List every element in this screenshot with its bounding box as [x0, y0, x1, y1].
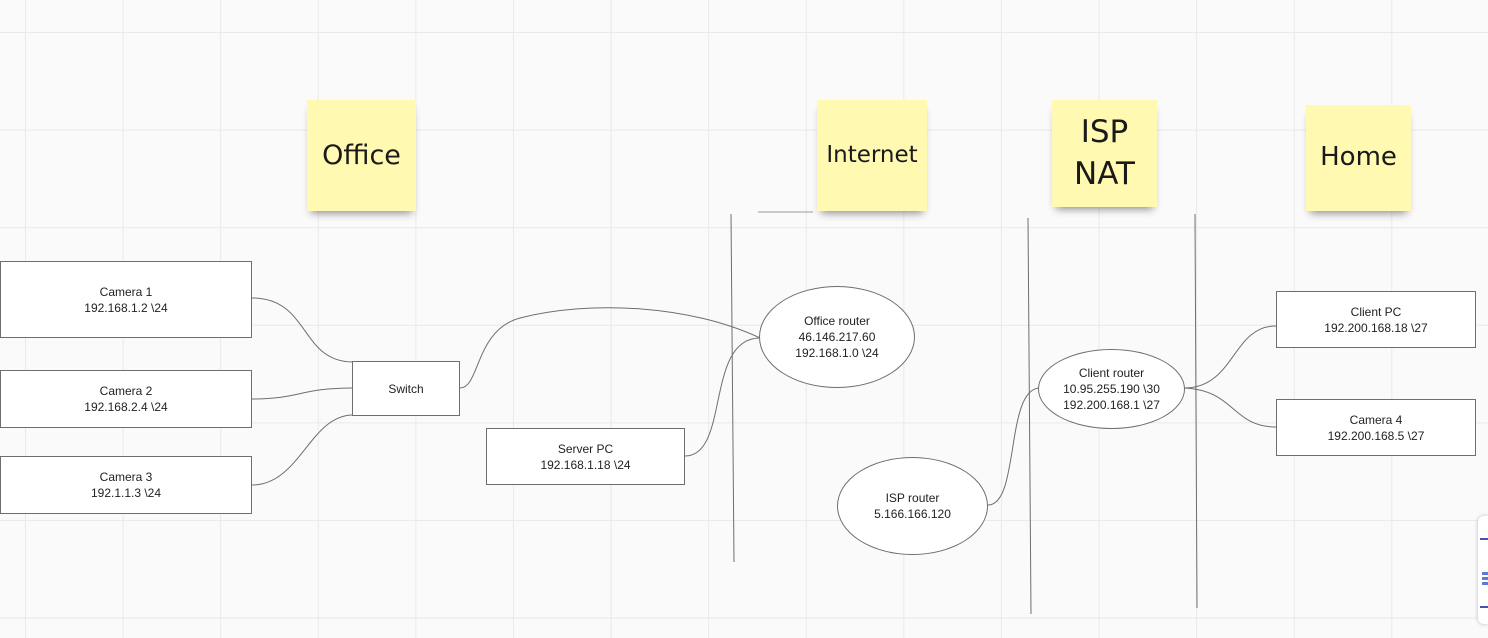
camera-1-node[interactable]: Camera 1 192.168.1.2 \24 [0, 261, 252, 338]
node-ip-wan: 10.95.255.190 \30 [1063, 382, 1160, 396]
node-ip: 192.168.2.4 \24 [84, 400, 168, 414]
node-label: Camera 1 [99, 284, 153, 299]
node-label: Office router [804, 314, 870, 328]
connector-camera1-switch [251, 297, 354, 363]
connector-switch-officerouter [459, 307, 761, 389]
boundary-line-isp-left [1027, 217, 1032, 615]
side-panel-handle[interactable] [1478, 516, 1488, 624]
panel-divider [1480, 538, 1488, 540]
camera-2-node[interactable]: Camera 2 192.168.2.4 \24 [0, 370, 252, 428]
sticky-office[interactable]: Office [307, 100, 416, 211]
connector-serverpc-officerouter [684, 337, 761, 457]
camera-3-node[interactable]: Camera 3 192.1.1.3 \24 [0, 456, 252, 514]
node-ip-public: 46.146.217.60 [798, 330, 876, 344]
office-router-node[interactable]: Office router 46.146.217.60 192.168.1.0 … [759, 286, 915, 388]
connector-clientrouter-clientpc [1183, 325, 1277, 389]
node-label: Client PC [1350, 304, 1402, 319]
connector-camera3-switch [251, 414, 354, 486]
sticky-isp-nat[interactable]: ISP NAT [1052, 100, 1157, 207]
node-label: Camera 3 [99, 470, 153, 484]
boundary-line-internet [730, 213, 735, 563]
client-pc-node[interactable]: Client PC 192.200.168.18 \27 [1276, 291, 1476, 348]
panel-divider [1480, 606, 1488, 608]
node-ip: 5.166.166.120 [874, 507, 951, 521]
node-ip-local: 192.168.1.0 \24 [795, 346, 879, 360]
node-label: Switch [388, 381, 424, 396]
node-ip: 192.200.168.5 \27 [1327, 428, 1425, 443]
server-pc-node[interactable]: Server PC 192.168.1.18 \24 [486, 428, 685, 485]
node-ip: 192.168.1.18 \24 [540, 457, 631, 472]
connector-camera2-switch [251, 387, 354, 400]
switch-node[interactable]: Switch [352, 361, 460, 416]
node-ip-lan: 192.200.168.1 \27 [1063, 398, 1160, 412]
sticky-home[interactable]: Home [1306, 105, 1411, 211]
node-label: Camera 2 [99, 384, 153, 398]
node-label: ISP router [885, 491, 940, 505]
node-ip: 192.200.168.18 \27 [1324, 320, 1428, 335]
node-ip: 192.168.1.2 \24 [84, 300, 168, 315]
grip-icon [1482, 572, 1488, 586]
connector-clientrouter-camera4 [1183, 387, 1277, 428]
node-label: Client router [1078, 366, 1145, 380]
node-label: Server PC [557, 441, 614, 456]
node-ip: 192.1.1.3 \24 [90, 486, 162, 500]
client-router-node[interactable]: Client router 10.95.255.190 \30 192.200.… [1038, 349, 1185, 429]
isp-router-node[interactable]: ISP router 5.166.166.120 [837, 457, 988, 555]
connector-isprouter-clientrouter [987, 387, 1041, 506]
sticky-internet[interactable]: Internet [817, 100, 927, 211]
boundary-line-isp-right [1194, 213, 1198, 609]
node-label: Camera 4 [1349, 412, 1403, 427]
camera-4-node[interactable]: Camera 4 192.200.168.5 \27 [1276, 399, 1476, 456]
